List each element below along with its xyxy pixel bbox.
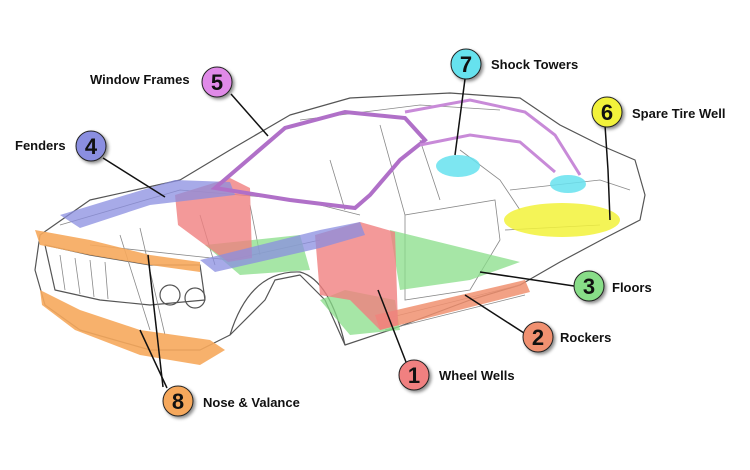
callout-1-number: 1	[408, 363, 420, 388]
region-shock-tower-left	[436, 155, 480, 177]
callout-5-marker	[201, 66, 233, 98]
callout-nose-valance: 8 Nose & Valance	[162, 385, 300, 417]
callout-group: 5 Window Frames 4 Fenders 7 Shock Towers…	[15, 48, 725, 417]
callout-floors: 3 Floors	[573, 270, 652, 302]
callout-6-label: Spare Tire Well	[632, 106, 725, 121]
callout-rockers: 2 Rockers	[522, 321, 611, 353]
region-fenders	[60, 180, 365, 272]
callout-window-frames: 5 Window Frames	[90, 66, 233, 98]
region-window-frames	[210, 109, 428, 211]
callout-wheel-wells: 1 Wheel Wells	[398, 359, 515, 391]
callout-8-label: Nose & Valance	[203, 395, 300, 410]
callout-5-number: 5	[211, 70, 223, 95]
callout-6-number: 6	[601, 100, 613, 125]
callout-8-number: 8	[172, 389, 184, 414]
highlighted-regions	[35, 98, 620, 365]
callout-3-number: 3	[583, 274, 595, 299]
callout-6-marker	[591, 96, 623, 128]
callout-1-marker	[398, 359, 430, 391]
callout-3-label: Floors	[612, 280, 652, 295]
callout-2-marker	[522, 321, 554, 353]
region-nose-valance	[35, 230, 225, 365]
callout-2-label: Rockers	[560, 330, 611, 345]
region-spare-tire-well	[504, 203, 620, 237]
callout-7-number: 7	[460, 52, 472, 77]
callout-7-marker	[450, 48, 482, 80]
callout-1-label: Wheel Wells	[439, 368, 515, 383]
region-window-frames-rear	[404, 98, 582, 176]
callout-fenders: 4 Fenders	[15, 130, 107, 162]
callout-4-marker	[75, 130, 107, 162]
callout-spare-tire-well: 6 Spare Tire Well	[591, 96, 725, 128]
region-rockers	[375, 280, 530, 330]
callout-shock-towers: 7 Shock Towers	[450, 48, 578, 80]
leader-lines	[102, 78, 611, 389]
callout-4-number: 4	[85, 134, 98, 159]
callout-4-label: Fenders	[15, 138, 66, 153]
callout-2-number: 2	[532, 325, 544, 350]
callout-8-marker	[162, 385, 194, 417]
region-shock-tower-right	[550, 175, 586, 193]
callout-3-marker	[573, 270, 605, 302]
callout-7-label: Shock Towers	[491, 57, 578, 72]
callout-5-label: Window Frames	[90, 72, 190, 87]
region-wheel-wells	[175, 178, 398, 330]
